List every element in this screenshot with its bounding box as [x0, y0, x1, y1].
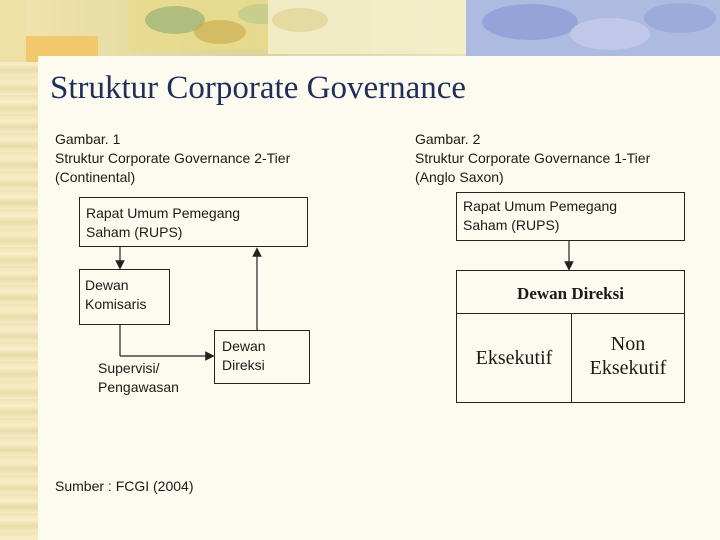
left-rups-box: Rapat Umum Pemegang Saham (RUPS)	[79, 197, 308, 247]
right-direksi-divider	[457, 313, 684, 314]
left-rups-line-2: Saham (RUPS)	[86, 224, 183, 240]
right-caption-line-2: Struktur Corporate Governance 1-Tier	[415, 150, 651, 166]
left-direksi-line-2: Direksi	[222, 357, 265, 373]
right-direksi-label: Dewan Direksi	[517, 284, 624, 303]
slide-title: Struktur Corporate Governance	[50, 70, 467, 106]
right-non-eksekutif-line-2: Eksekutif	[589, 357, 667, 379]
decorative-banner	[0, 0, 720, 62]
left-caption-line-3: (Continental)	[55, 169, 136, 185]
right-caption-line-3: (Anglo Saxon)	[415, 169, 504, 185]
left-caption-line-1: Gambar. 1	[55, 131, 121, 147]
decorative-left-band	[0, 0, 38, 540]
left-direksi-line-1: Dewan	[222, 338, 266, 354]
right-rups-box: Rapat Umum Pemegang Saham (RUPS)	[456, 192, 685, 241]
left-supervisi-line-1: Supervisi/	[98, 360, 160, 376]
left-komisaris-line-1: Dewan	[85, 277, 129, 293]
left-caption-line-2: Struktur Corporate Governance 2-Tier	[55, 150, 291, 166]
right-direksi-split	[571, 313, 572, 402]
right-rups-line-1: Rapat Umum Pemegang	[463, 198, 618, 214]
left-rups-line-1: Rapat Umum Pemegang	[86, 205, 241, 221]
right-non-eksekutif-label: Non Eksekutif	[571, 332, 685, 380]
right-caption: Gambar. 2 Struktur Corporate Governance …	[415, 130, 650, 187]
right-eksekutif-label: Eksekutif	[475, 347, 553, 369]
right-caption-line-1: Gambar. 2	[415, 131, 481, 147]
left-caption: Gambar. 1 Struktur Corporate Governance …	[55, 130, 290, 187]
left-komisaris-line-2: Komisaris	[85, 296, 147, 312]
left-source: Sumber : FCGI (2004)	[55, 478, 194, 494]
right-rups-line-2: Saham (RUPS)	[463, 217, 560, 233]
left-komisaris-box: Dewan Komisaris	[79, 269, 170, 325]
right-non-eksekutif-line-1: Non	[610, 333, 646, 355]
left-supervisi-line-2: Pengawasan	[98, 379, 179, 395]
left-direksi-box: Dewan Direksi	[214, 330, 310, 384]
left-supervisi-label: Supervisi/ Pengawasan	[98, 359, 179, 397]
right-direksi-box: Dewan Direksi Eksekutif Non Eksekutif	[456, 270, 685, 403]
